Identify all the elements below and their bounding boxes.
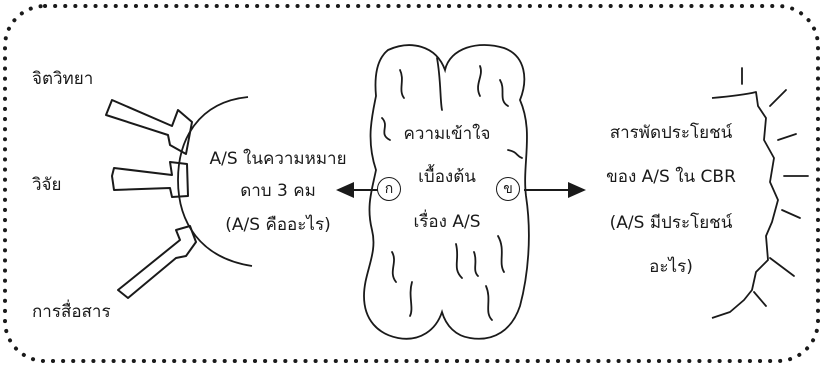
source-label-research: วิจัย xyxy=(32,175,62,195)
left-box-line3: (A/S คืออะไร) xyxy=(225,215,331,235)
hand-top-icon xyxy=(105,99,193,155)
right-box-line4: อะไร) xyxy=(649,257,693,277)
marker-kho: ข xyxy=(496,177,520,201)
right-cliff-outline xyxy=(711,91,779,319)
radiating-lines xyxy=(741,67,809,307)
brain-shape xyxy=(363,44,530,340)
left-box-line2: ดาบ 3 คม xyxy=(240,181,316,201)
right-box-line1: สารพัดประโยชน์ xyxy=(609,123,733,143)
left-box-line1: A/S ในความหมาย xyxy=(209,149,347,169)
left-dome-outline xyxy=(177,96,253,267)
center-line3: เรื่อง A/S xyxy=(413,212,481,232)
hand-middle-icon xyxy=(111,161,189,198)
marker-ko: ก xyxy=(377,177,401,201)
source-label-communication: การสื่อสาร xyxy=(32,302,111,322)
hand-bottom-icon xyxy=(117,225,197,299)
center-line2: เบื้องต้น xyxy=(418,167,476,187)
center-line1: ความเข้าใจ xyxy=(403,124,491,144)
right-box-line2: ของ A/S ใน CBR xyxy=(606,167,736,187)
source-label-psychology: จิตวิทยา xyxy=(32,69,94,89)
right-box-line3: (A/S มีประโยชน์ xyxy=(609,213,733,233)
